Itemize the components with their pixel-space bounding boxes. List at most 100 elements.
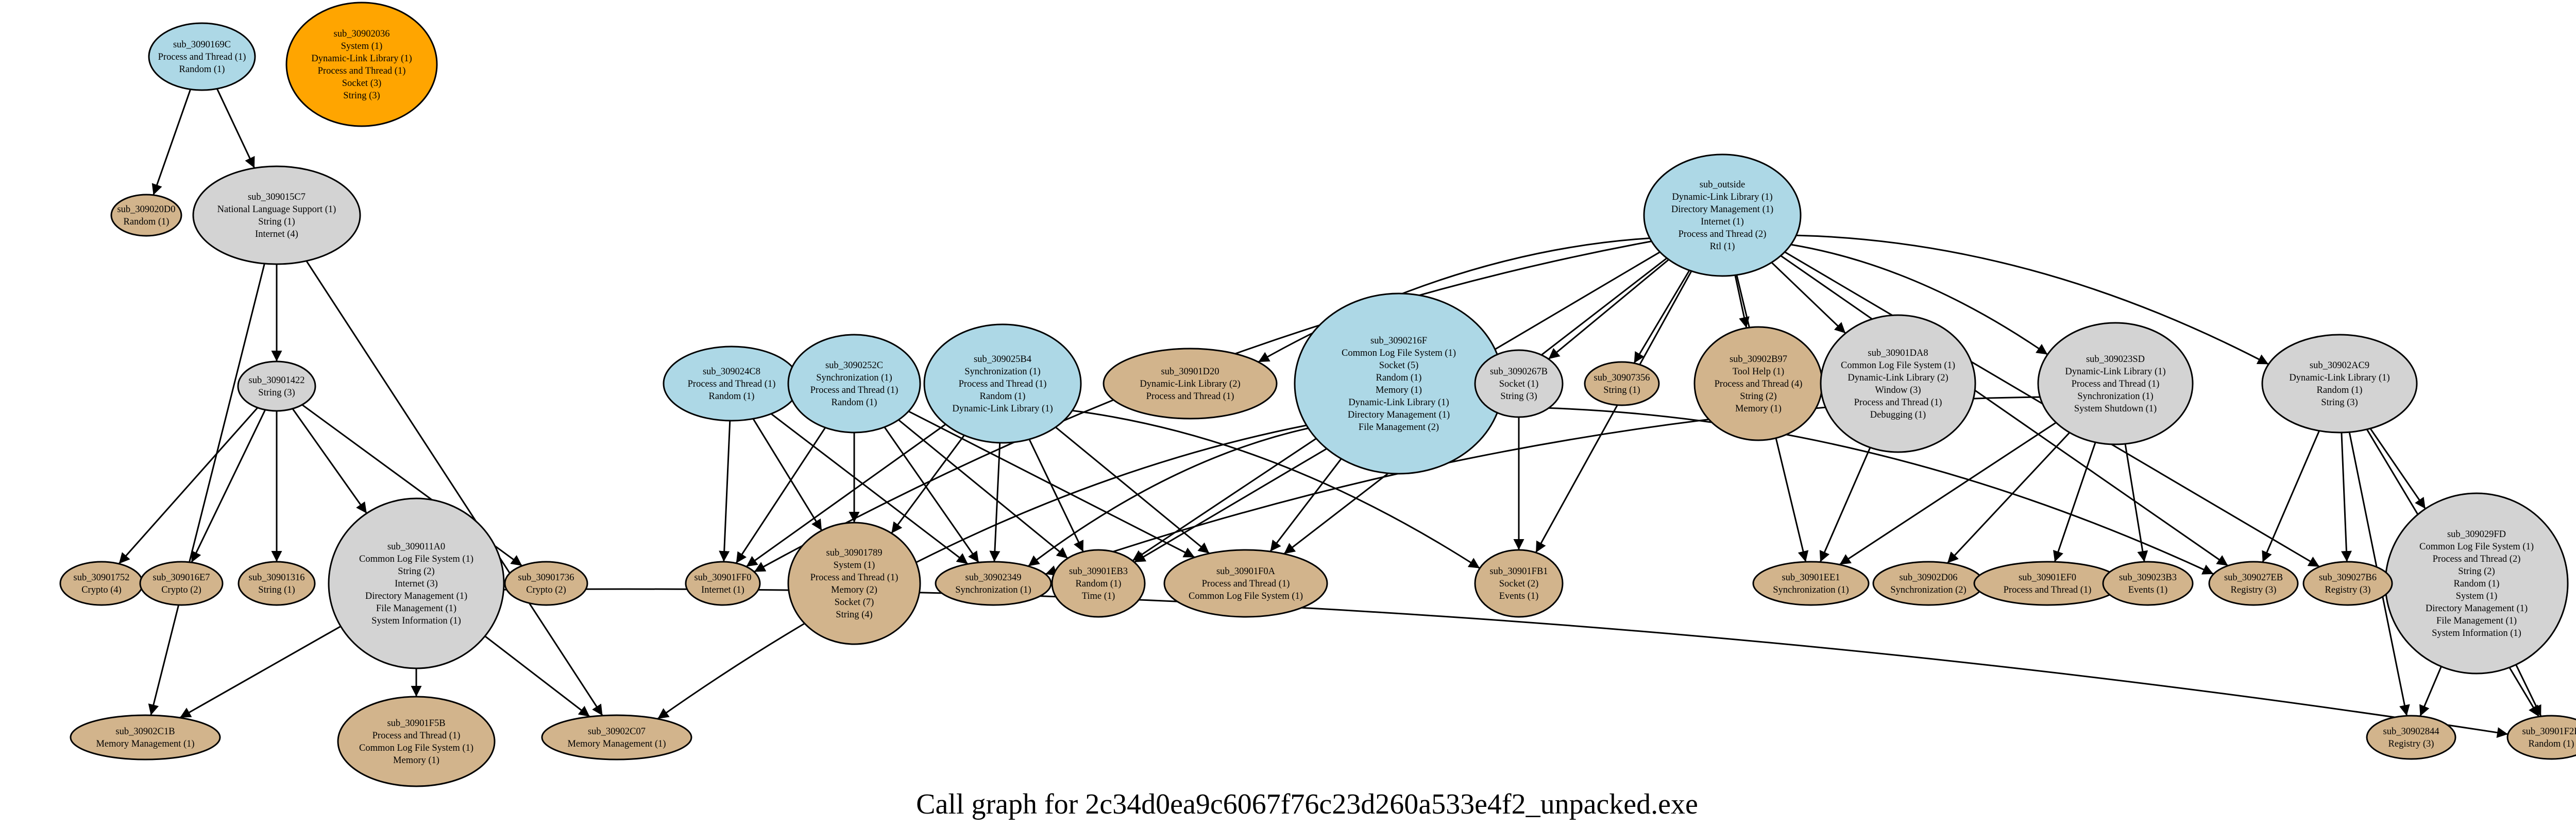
edge-sub-3090216f-to-sub-30901eb3: [1132, 438, 1317, 562]
node-ellipse: [1474, 349, 1564, 418]
edge-sub-3090169c-to-sub-309020d0: [151, 89, 192, 196]
node-api-count: System Information (1): [2432, 628, 2521, 638]
node-ellipse: [2506, 715, 2576, 760]
edge-sub-30901422-to-sub-309011a0: [292, 408, 368, 514]
edge-sub-outside-to-sub-30907356: [1633, 270, 1690, 364]
node-api-count: Dynamic-Link Library (1): [1348, 398, 1449, 408]
node-ellipse: [1752, 561, 1870, 606]
node-ellipse: [1294, 292, 1504, 475]
edge-sub-3090216f-to-sub-30901f0a: [1269, 458, 1342, 552]
node-ellipse: [192, 165, 361, 265]
node-ellipse: [238, 561, 316, 606]
node-api-count: Crypto (4): [81, 585, 122, 595]
node-api-count: Random (1): [1376, 373, 1422, 383]
node-api-count: Process and Thread (1): [688, 379, 776, 389]
node-api-count: Socket (1): [1499, 379, 1539, 389]
node-ellipse: [2037, 322, 2194, 445]
node-ellipse: [110, 194, 182, 237]
node-ellipse: [59, 561, 144, 606]
node-api-count: Random (1): [832, 398, 877, 408]
node-api-count: Synchronization (1): [816, 373, 892, 383]
node-ellipse: [237, 360, 316, 412]
node-api-count: Common Log File System (1): [359, 554, 473, 564]
node-api-count: Synchronization (1): [2077, 391, 2153, 402]
node-ellipse: [541, 714, 692, 761]
node-api-count: Window (3): [1875, 385, 1921, 395]
edge-sub-3090252c-to-sub-30901eb3: [898, 419, 1069, 559]
node-api-count: Registry (3): [2231, 585, 2277, 595]
node-ellipse: [1643, 153, 1802, 277]
node-ellipse: [285, 2, 438, 127]
node-api-count: Memory (2): [831, 585, 877, 595]
node-api-count: Dynamic-Link Library (2): [1848, 373, 1948, 383]
node-api-count: Dynamic-Link Library (1): [2065, 367, 2165, 377]
node-api-count: Dynamic-Link Library (1): [1672, 192, 1772, 202]
node-ellipse: [1820, 314, 1976, 453]
edge-sub-309029fd-to-sub-30902844: [2419, 666, 2442, 717]
node-api-count: Process and Thread (1): [158, 52, 246, 62]
node-title: sub_30902D06: [1899, 573, 1957, 583]
edge-sub-30902ac9-to-sub-309027b6: [2341, 432, 2352, 562]
node-title: sub_30902B97: [1730, 354, 1787, 365]
node-ellipse: [504, 561, 588, 606]
edge-sub-309025b4-to-sub-30901f0a: [1055, 426, 1210, 555]
node-ellipse: [1051, 549, 1146, 618]
node-ellipse: [1474, 549, 1564, 618]
node-api-count: Dynamic-Link Library (1): [952, 404, 1053, 414]
node-api-count: National Language Support (1): [217, 204, 336, 215]
node-api-count: String (1): [258, 585, 295, 595]
edge-sub-309023sd-to-sub-30902d06: [1946, 431, 2071, 564]
node-title: sub_30902C1B: [115, 727, 175, 737]
node-api-count: Common Log File System (1): [1841, 360, 1955, 371]
node-ellipse: [787, 334, 921, 434]
node-api-count: String (3): [258, 388, 295, 398]
node-title: sub_309029FD: [2447, 529, 2506, 540]
node-api-count: Synchronization (1): [1773, 585, 1849, 595]
edge-sub-30901da8-to-sub-30901ee1: [1819, 447, 1871, 563]
node-api-count: Random (1): [124, 217, 170, 227]
node-ellipse: [328, 497, 505, 669]
node-ellipse: [1872, 561, 1985, 606]
node-api-count: Process and Thread (1): [2072, 379, 2160, 389]
node-api-count: File Management (1): [2436, 616, 2517, 626]
node-title: sub_30901736: [518, 573, 574, 583]
node-api-count: Memory (1): [1735, 404, 1782, 414]
node-title: sub_3090267B: [1490, 367, 1548, 377]
node-api-count: File Management (1): [376, 603, 456, 614]
node-title: sub_309025B4: [974, 354, 1031, 365]
node-api-count: String (4): [836, 610, 872, 620]
node-title: sub_30902036: [334, 29, 390, 39]
node-api-count: Random (1): [1076, 579, 1122, 589]
node-api-count: Events (1): [2128, 585, 2168, 595]
edge-sub-30901422-to-sub-30901752: [118, 407, 259, 564]
node-title: sub_309023SD: [2086, 354, 2145, 365]
node-api-count: Random (1): [980, 391, 1026, 402]
edge-sub-309011a0-to-sub-30902c1b: [179, 626, 342, 719]
node-api-count: Synchronization (1): [964, 367, 1040, 377]
node-api-count: Tool Help (1): [1733, 367, 1784, 377]
node-api-count: String (3): [1500, 391, 1537, 402]
node-api-count: Synchronization (2): [1890, 585, 1966, 595]
node-title: sub_30901752: [74, 573, 130, 583]
edge-sub-3090169c-to-sub-309015c7: [216, 88, 256, 169]
node-ellipse: [139, 561, 224, 606]
node-title: sub_309015C7: [248, 192, 306, 202]
node-api-count: Process and Thread (1): [959, 379, 1047, 389]
